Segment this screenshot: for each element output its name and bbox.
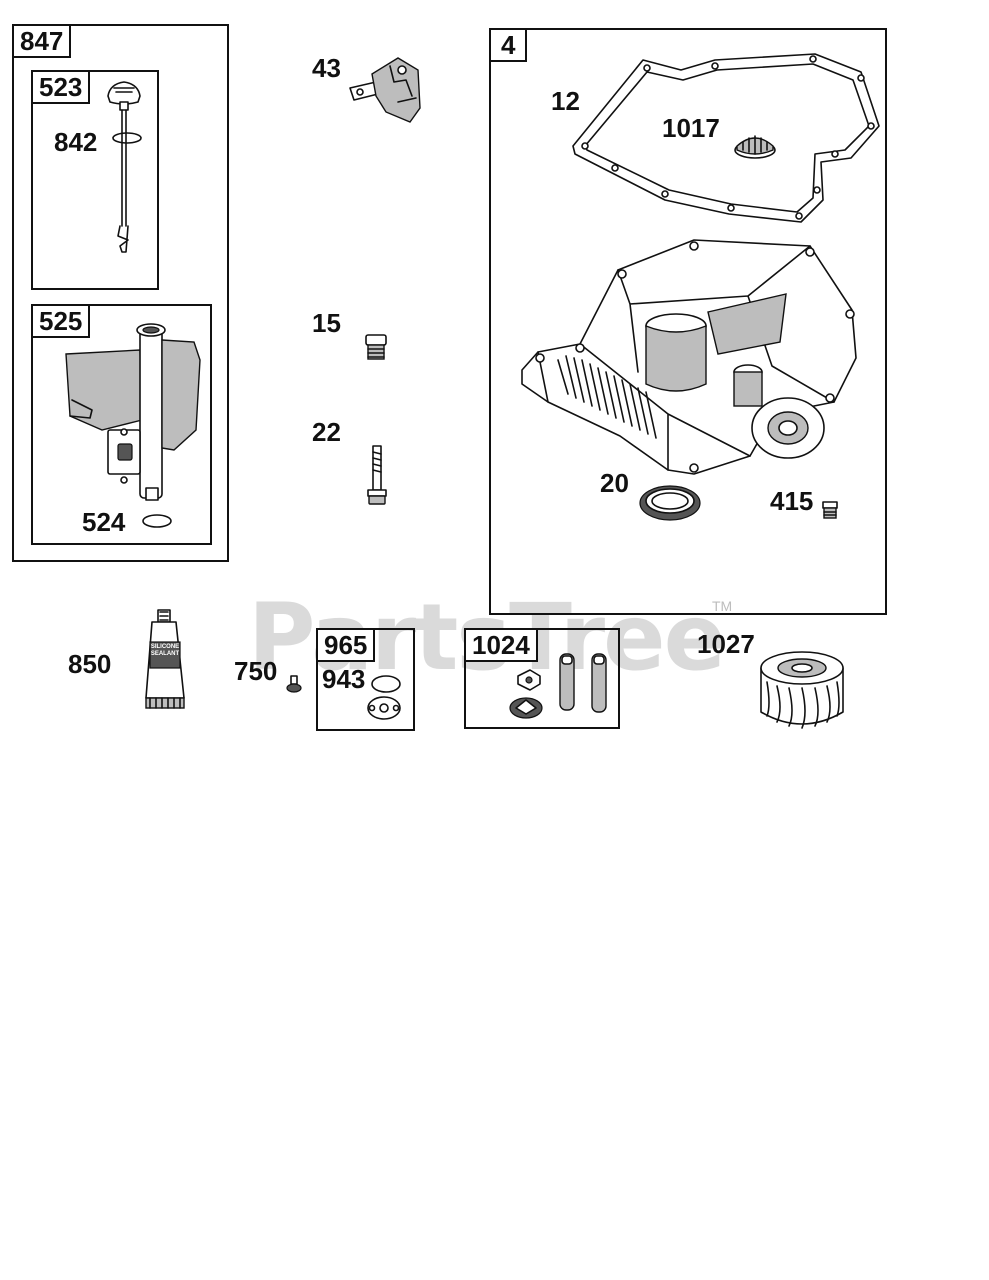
sealant-tube-850-drawing[interactable] <box>142 608 188 712</box>
screw-750-drawing[interactable] <box>285 674 303 694</box>
group-box-847: 847 <box>12 24 229 562</box>
gasket-943-drawing[interactable] <box>362 672 410 724</box>
callout-524[interactable]: 524 <box>82 507 126 537</box>
oil-pump-1024-drawing[interactable] <box>504 650 616 722</box>
group-box-523: 523 <box>31 70 159 290</box>
strainer-1017-drawing[interactable] <box>733 130 777 160</box>
trademark-mark: TM <box>712 598 733 614</box>
callout-22[interactable]: 22 <box>312 417 341 447</box>
callout-20[interactable]: 20 <box>600 468 629 498</box>
gasket-12-drawing[interactable] <box>565 50 883 226</box>
oil-seal-20-drawing[interactable] <box>638 483 702 523</box>
bracket-43-drawing[interactable] <box>346 52 426 128</box>
callout-1027[interactable]: 1027 <box>697 629 755 659</box>
group-label-523[interactable]: 523 <box>31 70 91 104</box>
plug-15-drawing[interactable] <box>363 333 389 361</box>
sealant-label: SILICONE SEALANT <box>150 644 180 657</box>
sump-4-drawing[interactable] <box>518 234 862 478</box>
group-label-525[interactable]: 525 <box>31 304 91 338</box>
o-ring-842[interactable] <box>110 130 144 146</box>
bolt-22-drawing[interactable] <box>366 444 388 506</box>
group-label-4[interactable]: 4 <box>489 28 528 62</box>
plug-415-drawing[interactable] <box>821 500 839 520</box>
group-box-965: 965 <box>316 628 415 731</box>
group-box-4: 4 <box>489 28 887 615</box>
callout-750[interactable]: 750 <box>234 656 278 686</box>
callout-850[interactable]: 850 <box>68 649 112 679</box>
group-box-525: 525 <box>31 304 212 545</box>
oil-filter-1027-drawing[interactable] <box>757 646 847 732</box>
callout-842[interactable]: 842 <box>54 127 98 157</box>
group-box-1024: 1024 <box>464 628 620 729</box>
group-label-1024[interactable]: 1024 <box>464 628 538 662</box>
callout-43[interactable]: 43 <box>312 53 341 83</box>
callout-943[interactable]: 943 <box>322 664 366 694</box>
callout-1017[interactable]: 1017 <box>662 113 720 143</box>
dipstick-drawing[interactable] <box>100 76 150 256</box>
callout-15[interactable]: 15 <box>312 308 341 338</box>
o-ring-524[interactable] <box>140 512 174 530</box>
group-label-847[interactable]: 847 <box>12 24 72 58</box>
dipstick-tube-drawing[interactable] <box>62 320 207 505</box>
callout-415[interactable]: 415 <box>770 486 814 516</box>
group-label-965[interactable]: 965 <box>316 628 376 662</box>
callout-12[interactable]: 12 <box>551 86 580 116</box>
